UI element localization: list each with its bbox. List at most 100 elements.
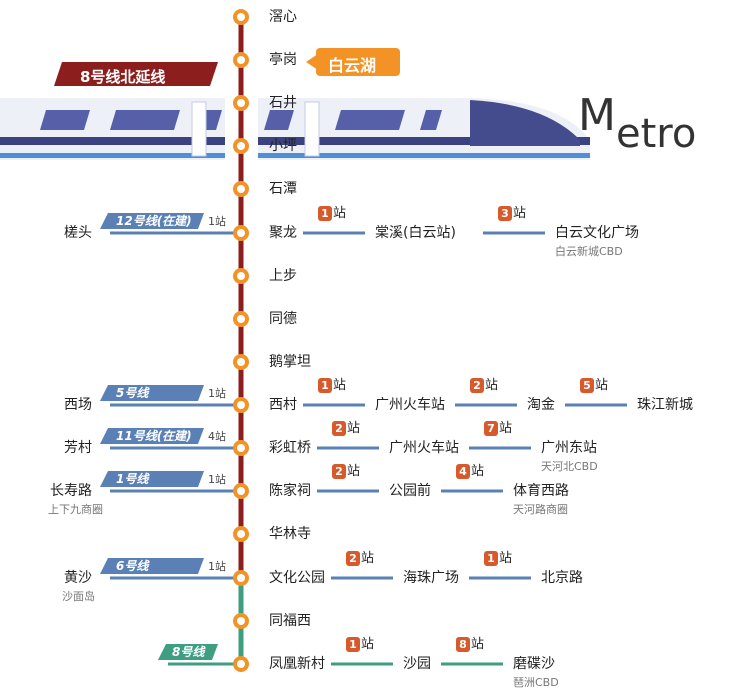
transfer-line-name: 5号线 xyxy=(116,386,149,400)
stops-count-badge: 7 xyxy=(484,421,498,436)
stops-count-badge: 2 xyxy=(332,464,346,479)
stops-count-badge: 2 xyxy=(332,421,346,436)
stops-count-badge: 1 xyxy=(346,637,360,652)
transfer-line-stops: 4站 xyxy=(208,430,226,443)
station-name: 滘心 xyxy=(269,9,297,25)
transfer-line-stops: 1站 xyxy=(208,560,226,573)
train-window-left xyxy=(40,110,90,130)
station-marker-center xyxy=(237,13,245,21)
stops-count-badge: 2 xyxy=(470,378,484,393)
transfer-line-name: 6号线 xyxy=(116,559,149,573)
transfer-left-station: 黄沙 xyxy=(64,570,92,586)
transfer-destination-station: 磨碟沙 xyxy=(513,656,555,672)
station-marker-center xyxy=(237,487,245,495)
callout-box xyxy=(316,48,400,76)
transfer-line-flag xyxy=(158,644,218,660)
stops-count-suffix: 站 xyxy=(361,551,375,566)
transfer-destination-station: 淘金 xyxy=(527,397,555,413)
line-banner-title: 8号线北延线 xyxy=(80,68,166,86)
transfer-line-stops: 1站 xyxy=(208,387,226,400)
station-name: 石井 xyxy=(269,95,297,111)
callout-pointer xyxy=(306,54,318,70)
station-name: 彩虹桥 xyxy=(269,440,311,456)
train-window-left xyxy=(110,110,180,130)
station-name: 文化公园 xyxy=(269,570,325,586)
stops-count-suffix: 站 xyxy=(471,637,485,652)
transfer-line-flag xyxy=(100,385,204,401)
transfer-line-name: 1号线 xyxy=(116,472,149,486)
transfer-destination-station: 广州火车站 xyxy=(375,397,445,413)
transfer-left-station: 长寿路 xyxy=(50,483,92,499)
train-blue-stripe-left xyxy=(0,153,225,158)
station-marker-center xyxy=(237,660,245,668)
station-name: 西村 xyxy=(269,397,297,413)
transfer-line-flag xyxy=(100,558,204,574)
transfer-line-name: 11号线(在建) xyxy=(116,429,192,443)
metro-logo-rest: etro xyxy=(615,111,697,157)
stops-count-badge: 2 xyxy=(346,551,360,566)
train-stripe-left xyxy=(0,137,225,145)
station-marker-center xyxy=(237,574,245,582)
metro-logo-text: Metro xyxy=(578,94,696,155)
stops-count-suffix: 站 xyxy=(361,637,375,652)
train-window-right xyxy=(335,110,405,130)
transfer-line-name: 12号线(在建) xyxy=(116,214,192,228)
station-marker-center xyxy=(237,444,245,452)
stops-count-suffix: 站 xyxy=(485,378,499,393)
station-marker-center xyxy=(237,56,245,64)
station-marker-center xyxy=(237,315,245,323)
station-name: 石潭 xyxy=(269,181,297,197)
train-door-right xyxy=(304,101,320,157)
stops-count-badge: 1 xyxy=(484,551,498,566)
transfer-destination-station: 北京路 xyxy=(541,570,583,586)
transfer-line-name: 8号线 xyxy=(172,645,205,659)
station-name: 凤凰新村 xyxy=(269,656,325,672)
transfer-line-flag xyxy=(100,428,204,444)
station-name: 小坪 xyxy=(269,138,297,154)
station-marker-center xyxy=(237,358,245,366)
transfer-destination-station: 棠溪(白云站) xyxy=(375,225,456,241)
stops-count-badge: 1 xyxy=(318,378,332,393)
transfer-left-sub: 沙面岛 xyxy=(62,590,95,603)
transfer-left-sub: 上下九商圈 xyxy=(48,503,103,516)
transfer-line-flag xyxy=(100,213,204,229)
stops-count-badge: 1 xyxy=(318,206,332,221)
stops-count-suffix: 站 xyxy=(347,421,361,436)
callout-text: 白云湖 xyxy=(328,56,377,75)
transfer-destination-sub: 白云新城CBD xyxy=(555,245,623,258)
stops-count-suffix: 站 xyxy=(333,206,347,221)
station-marker-center xyxy=(237,185,245,193)
station-name: 聚龙 xyxy=(269,225,297,241)
transfer-left-station: 槎头 xyxy=(64,225,92,241)
station-marker-center xyxy=(237,99,245,107)
station-name: 华林寺 xyxy=(269,526,311,542)
station-name: 同德 xyxy=(269,311,297,327)
transfer-line-stops: 1站 xyxy=(208,215,226,228)
stops-count-suffix: 站 xyxy=(499,421,513,436)
train-blue-stripe-right xyxy=(258,153,590,158)
transfer-line-stops: 1站 xyxy=(208,473,226,486)
transfer-left-station: 芳村 xyxy=(64,440,92,456)
station-name: 鹅掌坦 xyxy=(269,354,311,370)
station-marker-center xyxy=(237,272,245,280)
line-banner-shape xyxy=(54,62,218,86)
station-marker-center xyxy=(237,617,245,625)
transfer-destination-station: 海珠广场 xyxy=(403,570,459,586)
transfer-left-station: 西场 xyxy=(64,397,92,413)
stops-count-suffix: 站 xyxy=(595,378,609,393)
station-marker-center xyxy=(237,142,245,150)
stops-count-badge: 8 xyxy=(456,637,470,652)
transfer-destination-station: 沙园 xyxy=(403,656,431,672)
stops-count-suffix: 站 xyxy=(513,206,527,221)
transfer-destination-station: 白云文化广场 xyxy=(555,225,639,241)
stops-count-badge: 5 xyxy=(580,378,594,393)
